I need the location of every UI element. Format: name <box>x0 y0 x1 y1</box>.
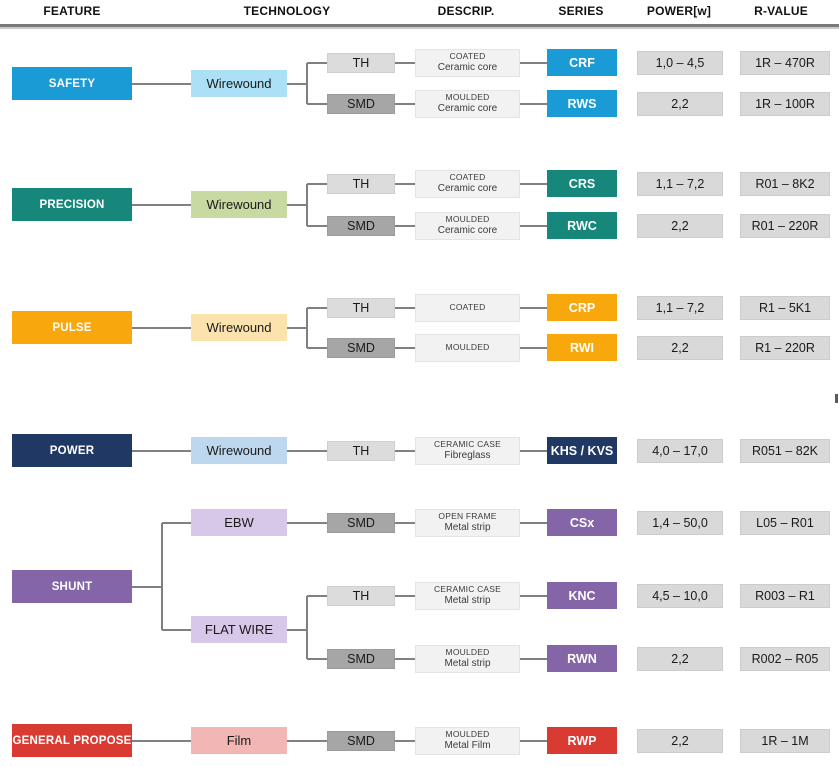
descrip-line1: COATED <box>449 302 486 313</box>
feature-general-propose: GENERAL PROPOSE <box>12 724 132 757</box>
descrip-line2: Ceramic core <box>437 103 498 115</box>
tech-wirewound-safety: Wirewound <box>191 70 287 97</box>
mount-smd: SMD <box>327 513 395 533</box>
descrip-box: OPEN FRAME Metal strip <box>415 509 520 537</box>
descrip-line1: CERAMIC CASE <box>433 584 502 595</box>
column-header-power: POWER[w] <box>646 4 712 18</box>
descrip-line2: Metal Film <box>444 740 491 752</box>
rvalue-value: R01 – 220R <box>740 214 830 238</box>
descrip-line1: MOULDED <box>445 729 490 740</box>
mount-th: TH <box>327 298 395 318</box>
descrip-line1: COATED <box>449 51 486 62</box>
rvalue-value: R01 – 8K2 <box>740 172 830 196</box>
tech-wirewound-precision: Wirewound <box>191 191 287 218</box>
descrip-line1: MOULDED <box>445 647 490 658</box>
rvalue-value: R1 – 5K1 <box>740 296 830 320</box>
edge-artifact-mark <box>835 394 838 403</box>
series-khs-kvs: KHS / KVS <box>547 437 617 464</box>
power-value: 2,2 <box>637 92 723 116</box>
power-value: 2,2 <box>637 214 723 238</box>
descrip-line1: OPEN FRAME <box>438 511 497 522</box>
descrip-line1: MOULDED <box>445 214 490 225</box>
mount-th: TH <box>327 174 395 194</box>
series-rws: RWS <box>547 90 617 117</box>
feature-pulse: PULSE <box>12 311 132 344</box>
mount-smd: SMD <box>327 216 395 236</box>
series-rwp: RWP <box>547 727 617 754</box>
series-knc: KNC <box>547 582 617 609</box>
descrip-line1: MOULDED <box>445 92 490 103</box>
descrip-line2: Metal strip <box>444 522 491 534</box>
mount-th: TH <box>327 53 395 73</box>
descrip-box: COATED Ceramic core <box>415 170 520 198</box>
column-header-technology: TECHNOLOGY <box>243 4 331 18</box>
descrip-line1: MOULDED <box>445 342 490 353</box>
descrip-line1: CERAMIC CASE <box>433 439 502 450</box>
series-rwn: RWN <box>547 645 617 672</box>
power-value: 4,5 – 10,0 <box>637 584 723 608</box>
tech-ebw: EBW <box>191 509 287 536</box>
tech-wirewound-pulse: Wirewound <box>191 314 287 341</box>
descrip-box: COATED <box>415 294 520 322</box>
feature-precision: PRECISION <box>12 188 132 221</box>
descrip-box: COATED Ceramic core <box>415 49 520 77</box>
series-csx: CSx <box>547 509 617 536</box>
rvalue-value: L05 – R01 <box>740 511 830 535</box>
descrip-line2: Metal strip <box>444 658 491 670</box>
rvalue-value: R051 – 82K <box>740 439 830 463</box>
mount-smd: SMD <box>327 94 395 114</box>
descrip-box: CERAMIC CASE Fibreglass <box>415 437 520 465</box>
mount-smd: SMD <box>327 338 395 358</box>
series-crf: CRF <box>547 49 617 76</box>
power-value: 1,1 – 7,2 <box>637 296 723 320</box>
rvalue-value: R002 – R05 <box>740 647 830 671</box>
rvalue-value: 1R – 100R <box>740 92 830 116</box>
header-divider <box>0 24 839 27</box>
power-value: 2,2 <box>637 647 723 671</box>
descrip-line2: Ceramic core <box>437 183 498 195</box>
power-value: 1,0 – 4,5 <box>637 51 723 75</box>
mount-th: TH <box>327 441 395 461</box>
power-value: 1,1 – 7,2 <box>637 172 723 196</box>
mount-th: TH <box>327 586 395 606</box>
descrip-line2: Fibreglass <box>444 450 491 462</box>
feature-shunt: SHUNT <box>12 570 132 603</box>
mount-smd: SMD <box>327 649 395 669</box>
column-header-series: SERIES <box>558 4 604 18</box>
descrip-box: MOULDED Ceramic core <box>415 212 520 240</box>
tech-wirewound-power: Wirewound <box>191 437 287 464</box>
descrip-line2: Metal strip <box>444 595 491 607</box>
column-header-feature: FEATURE <box>43 4 101 18</box>
column-header-descrip: DESCRIP. <box>437 4 495 18</box>
power-value: 4,0 – 17,0 <box>637 439 723 463</box>
tech-flat-wire: FLAT WIRE <box>191 616 287 643</box>
descrip-box: MOULDED Metal strip <box>415 645 520 673</box>
series-rwi: RWI <box>547 334 617 361</box>
descrip-box: CERAMIC CASE Metal strip <box>415 582 520 610</box>
tech-film: Film <box>191 727 287 754</box>
rvalue-value: 1R – 1M <box>740 729 830 753</box>
rvalue-value: R1 – 220R <box>740 336 830 360</box>
header-divider-shadow <box>0 27 839 29</box>
mount-smd: SMD <box>327 731 395 751</box>
series-crs: CRS <box>547 170 617 197</box>
descrip-box: MOULDED Ceramic core <box>415 90 520 118</box>
power-value: 1,4 – 50,0 <box>637 511 723 535</box>
descrip-box: MOULDED Metal Film <box>415 727 520 755</box>
series-rwc: RWC <box>547 212 617 239</box>
power-value: 2,2 <box>637 729 723 753</box>
column-header-rvalue: R-VALUE <box>754 4 808 18</box>
feature-power: POWER <box>12 434 132 467</box>
series-crp: CRP <box>547 294 617 321</box>
rvalue-value: 1R – 470R <box>740 51 830 75</box>
rvalue-value: R003 – R1 <box>740 584 830 608</box>
power-value: 2,2 <box>637 336 723 360</box>
descrip-box: MOULDED <box>415 334 520 362</box>
descrip-line2: Ceramic core <box>437 225 498 237</box>
descrip-line1: COATED <box>449 172 486 183</box>
descrip-line2: Ceramic core <box>437 62 498 74</box>
feature-safety: SAFETY <box>12 67 132 100</box>
